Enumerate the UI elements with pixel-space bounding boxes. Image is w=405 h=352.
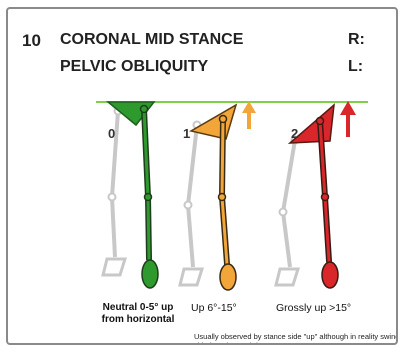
grade-1-label: 1 <box>183 126 190 141</box>
grade-1-stance-leg <box>220 119 236 290</box>
pelvic-obliquity-diagram <box>8 9 398 345</box>
grade-0-label: 0 <box>108 126 115 141</box>
grade-1-up-arrow <box>242 101 256 129</box>
grade-1-caption: Up 6°-15° <box>191 302 237 314</box>
grade-2-stance-leg <box>320 121 338 288</box>
grade-0-caption: Neutral 0-5° up from horizontal <box>98 302 178 326</box>
grade-1-figure <box>180 101 256 290</box>
observation-note: Usually observed by stance side "up" alt… <box>194 332 398 345</box>
grade-2-figure <box>276 101 356 288</box>
assessment-card: 10 CORONAL MID STANCE PELVIC OBLIQUITY R… <box>6 7 398 345</box>
grade-2-caption: Grossly up >15° <box>276 302 351 314</box>
grade-2-label: 2 <box>291 126 298 141</box>
grade-2-up-arrow <box>340 101 356 137</box>
